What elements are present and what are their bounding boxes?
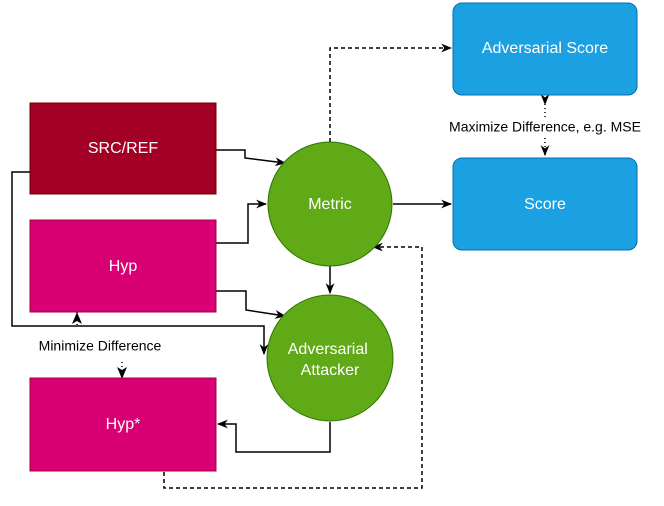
edge-metric-to-adv-score bbox=[329, 43, 453, 142]
adversarial-attacker-label: Adversarial Attacker bbox=[288, 341, 372, 379]
arrowhead-minimize-down bbox=[117, 367, 127, 379]
edge-attacker-to-hypstar bbox=[216, 419, 331, 453]
src-ref-box bbox=[29, 102, 217, 195]
hyp-label: Hyp bbox=[109, 258, 138, 275]
maximize-label-bg bbox=[426, 117, 662, 137]
arrowhead-minimize-up bbox=[72, 312, 82, 324]
edge-hyp-to-attacker bbox=[216, 290, 287, 319]
hyp-star-label: Hyp* bbox=[106, 416, 141, 433]
edge-hyp-to-metric bbox=[216, 199, 268, 244]
edge-srcref-to-attacker bbox=[11, 171, 269, 356]
adversarial-attacker-circle bbox=[266, 294, 394, 422]
minimize-label-bg bbox=[22, 337, 178, 357]
score-label: Score bbox=[524, 196, 566, 213]
hyp-star-box bbox=[29, 377, 217, 472]
maximize-difference-label: Maximize Difference, e.g. MSE bbox=[449, 119, 641, 135]
adversarial-attacker-line1: Adversarial bbox=[288, 341, 368, 358]
edge-srcref-to-metric bbox=[216, 149, 287, 167]
metric-label: Metric bbox=[308, 196, 352, 213]
metric-circle bbox=[267, 141, 393, 267]
minimize-difference-label: Minimize Difference bbox=[39, 338, 162, 354]
hyp-box bbox=[29, 219, 217, 313]
adversarial-score-box bbox=[452, 2, 638, 96]
edge-hypstar-to-metric bbox=[163, 242, 423, 489]
adversarial-score-label: Adversarial Score bbox=[482, 40, 608, 57]
src-ref-label: SRC/REF bbox=[88, 140, 158, 157]
adversarial-attacker-line2: Attacker bbox=[301, 362, 360, 379]
score-box bbox=[452, 157, 638, 251]
